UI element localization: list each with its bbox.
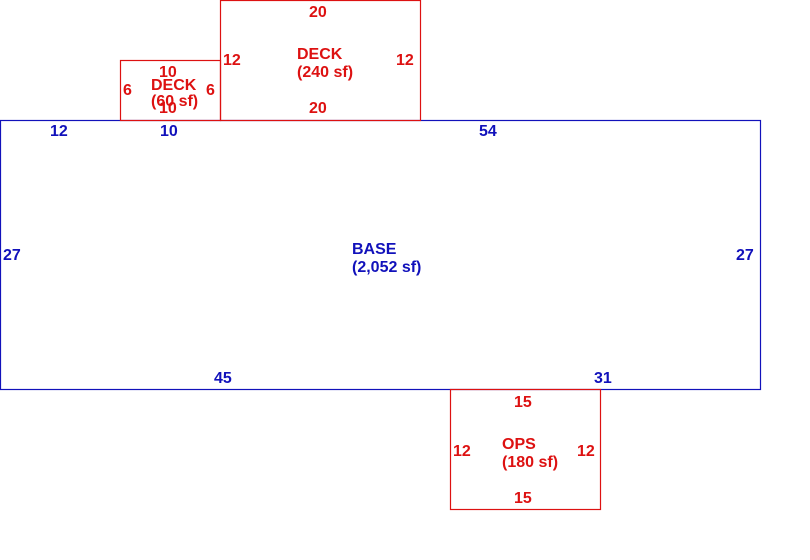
base-top-mid-dim: 10 [160,123,178,140]
base-right-dim: 27 [736,247,754,264]
deck-large-left-dim: 12 [223,52,241,69]
deck-small-outline [119,59,222,122]
base-top-right-dim: 54 [479,123,497,140]
ops-top-dim: 15 [514,394,532,411]
deck-small-right-dim: 6 [206,82,215,99]
ops-area: (180 sf) [502,454,558,471]
ops-name: OPS [502,436,536,453]
deck-large-bottom-dim: 20 [309,100,327,117]
deck-large-right-dim: 12 [396,52,414,69]
deck-large-top-dim: 20 [309,4,327,21]
deck-small-top-dim: 10 [159,64,177,81]
ops-outline [449,388,602,511]
base-name: BASE [352,241,397,258]
deck-small-bottom-dim: 10 [159,100,177,117]
deck-large-area: (240 sf) [297,64,353,81]
deck-small-left-dim: 6 [123,82,132,99]
base-bottom-left-dim: 45 [214,370,232,387]
base-area: (2,052 sf) [352,259,421,276]
deck-small-area: (60 sf) [151,93,198,110]
base-left-dim: 27 [3,247,21,264]
deck-small-name: DECK [151,77,197,94]
ops-bottom-dim: 15 [514,490,532,507]
deck-large-name: DECK [297,46,343,63]
ops-right-dim: 12 [577,443,595,460]
base-top-left-dim: 12 [50,123,68,140]
ops-left-dim: 12 [453,443,471,460]
base-bottom-right-dim: 31 [594,370,612,387]
